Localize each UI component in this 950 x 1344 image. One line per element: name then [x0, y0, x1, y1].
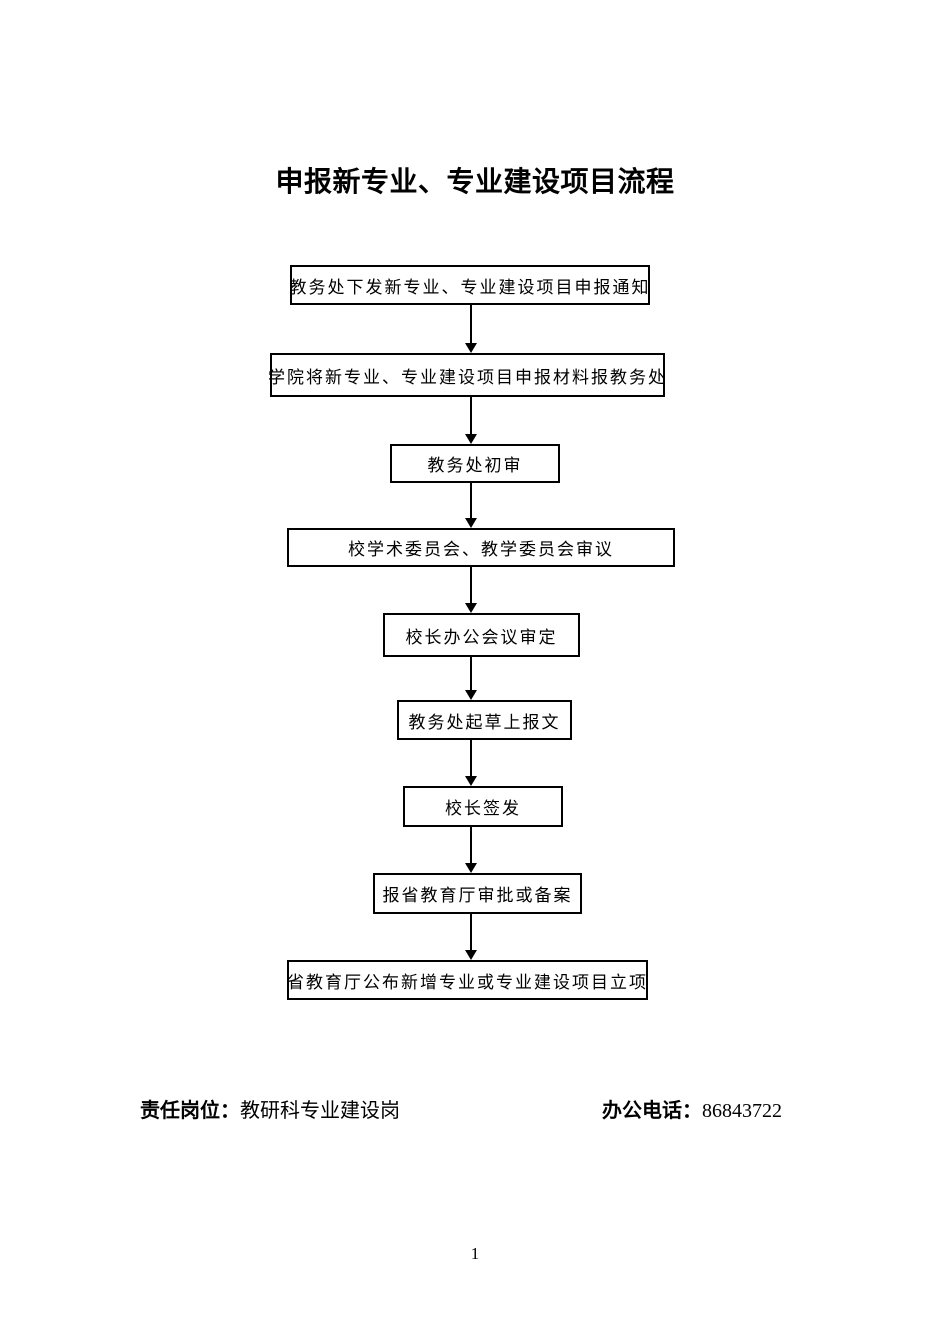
flow-step-label: 教务处初审 — [427, 456, 523, 475]
arrow-head — [465, 518, 477, 528]
arrow-head — [465, 343, 477, 353]
responsibility-label: 责任岗位： — [140, 1100, 240, 1122]
down-arrow-icon — [465, 305, 477, 353]
flow-step-label: 校学术委员会、教学委员会审议 — [348, 540, 614, 559]
flow-step-college-submit: 学院将新专业、专业建设项目申报材料报教务处 — [268, 353, 667, 397]
flow-step-label: 教务处下发新专业、专业建设项目申报通知 — [289, 277, 651, 297]
down-arrow-icon — [465, 914, 477, 960]
flow-step-label: 教务处起草上报文 — [408, 712, 561, 732]
flow-step-president-meeting: 校长办公会议审定 — [383, 613, 580, 657]
arrow-head — [465, 776, 477, 786]
flow-step-label: 学院将新专业、专业建设项目申报材料报教务处 — [268, 367, 667, 387]
arrow-shaft — [470, 397, 472, 435]
flow-step-committee-review: 校学术委员会、教学委员会审议 — [287, 528, 675, 567]
arrow-shaft — [470, 567, 472, 604]
flow-step-provincial-announce: 省教育厅公布新增专业或专业建设项目立项 — [287, 960, 648, 1000]
arrow-shaft — [470, 657, 472, 691]
phone-value: 86843722 — [702, 1100, 782, 1122]
down-arrow-icon — [465, 567, 477, 613]
responsibility-position: 责任岗位：教研科专业建设岗 — [140, 1094, 400, 1123]
page-number: 1 — [470, 1244, 480, 1263]
flow-step-draft-document: 教务处起草上报文 — [397, 700, 572, 740]
flow-step-notice: 教务处下发新专业、专业建设项目申报通知 — [290, 265, 650, 305]
arrow-shaft — [470, 305, 472, 344]
down-arrow-icon — [465, 483, 477, 528]
down-arrow-icon — [465, 657, 477, 700]
arrow-shaft — [470, 827, 472, 864]
flow-step-label: 校长签发 — [445, 799, 521, 818]
responsibility-value: 教研科专业建设岗 — [240, 1100, 400, 1122]
flow-step-initial-review: 教务处初审 — [390, 444, 560, 483]
arrow-head — [465, 434, 477, 444]
down-arrow-icon — [465, 740, 477, 786]
arrow-head — [465, 950, 477, 960]
arrow-shaft — [470, 740, 472, 777]
phone-label: 办公电话： — [602, 1100, 702, 1122]
flow-step-label: 校长办公会议审定 — [405, 627, 558, 647]
page-title: 申报新专业、专业建设项目流程 — [275, 166, 675, 197]
flow-step-label: 省教育厅公布新增专业或专业建设项目立项 — [287, 972, 648, 992]
down-arrow-icon — [465, 827, 477, 873]
flow-step-label: 报省教育厅审批或备案 — [382, 886, 573, 905]
arrow-head — [465, 603, 477, 613]
office-phone: 办公电话：86843722 — [602, 1094, 782, 1123]
arrow-shaft — [470, 914, 472, 951]
flow-step-provincial-approval: 报省教育厅审批或备案 — [373, 873, 582, 914]
arrow-shaft — [470, 483, 472, 519]
down-arrow-icon — [465, 397, 477, 444]
arrow-head — [465, 690, 477, 700]
flow-step-president-sign: 校长签发 — [403, 786, 563, 827]
arrow-head — [465, 863, 477, 873]
